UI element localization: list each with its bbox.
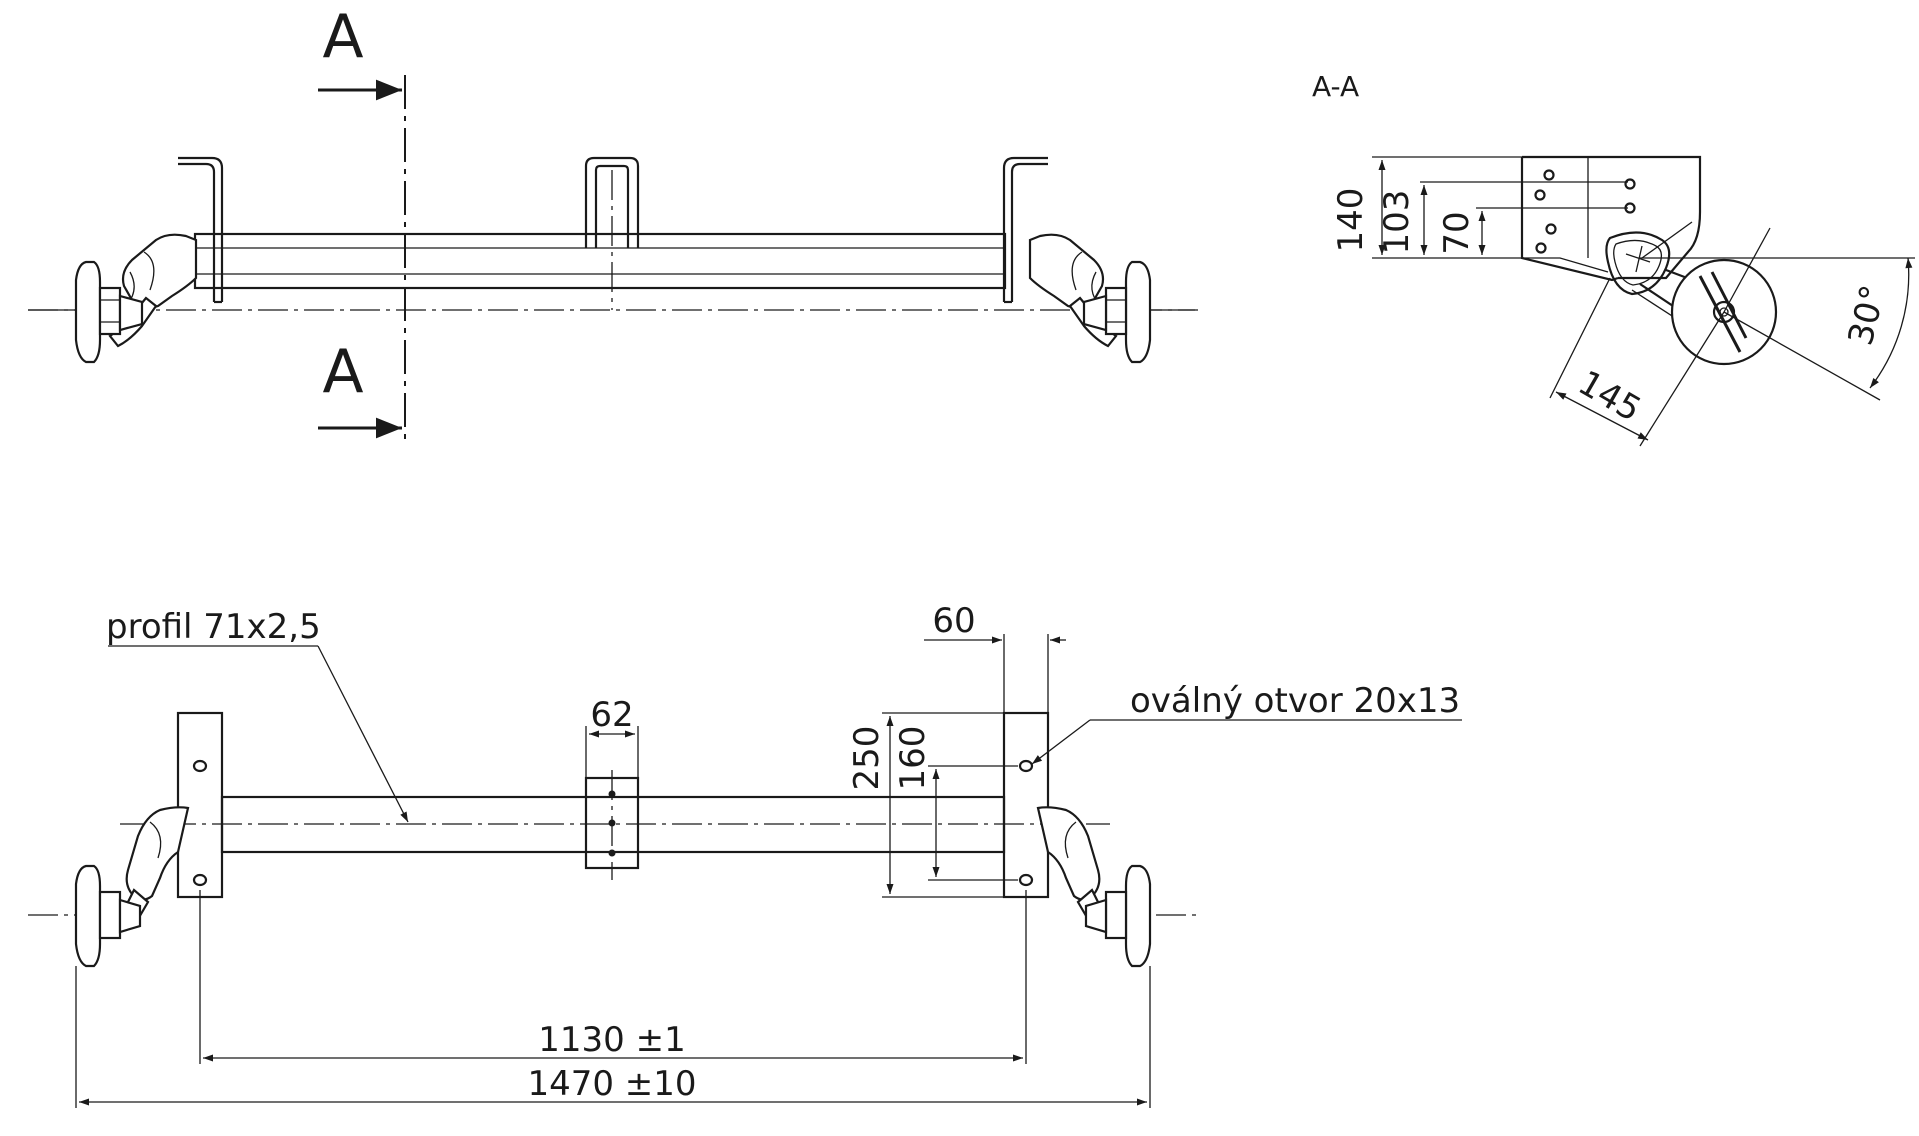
profile-label: profil 71x2,5 bbox=[106, 607, 321, 647]
top-view: A A bbox=[28, 2, 1198, 440]
section-marker-top: A bbox=[322, 2, 363, 72]
front-right-plate bbox=[1002, 711, 1050, 899]
dim-70: 70 bbox=[1437, 211, 1477, 254]
dim-250: 250 bbox=[847, 726, 887, 791]
top-axle-tube bbox=[193, 232, 1007, 290]
front-view: profil 71x2,5 oválný otvor 20x13 60 62 2… bbox=[28, 601, 1462, 1108]
top-center-bracket bbox=[584, 156, 640, 248]
dim-60: 60 bbox=[932, 601, 975, 641]
top-left-hub bbox=[28, 233, 198, 364]
section-title: A-A bbox=[1312, 70, 1359, 103]
hole-leader bbox=[1031, 719, 1091, 765]
section-view: A-A bbox=[1312, 70, 1915, 447]
top-left-bracket bbox=[178, 156, 224, 304]
dim-103: 103 bbox=[1377, 190, 1417, 255]
front-center-block bbox=[584, 776, 640, 870]
dim-1130: 1130 ±1 bbox=[538, 1020, 685, 1060]
hole-label: oválný otvor 20x13 bbox=[1130, 681, 1460, 721]
front-right-hub bbox=[1036, 806, 1152, 968]
dim-30: 30° bbox=[1841, 281, 1894, 349]
dim-30-arc bbox=[1869, 257, 1913, 389]
section-marker-bottom: A bbox=[322, 337, 363, 407]
dim-62: 62 bbox=[590, 695, 633, 735]
top-right-bracket bbox=[1002, 156, 1048, 304]
profile-leader bbox=[317, 645, 409, 823]
dim-145-line bbox=[1555, 391, 1649, 441]
section-tube-profile bbox=[1605, 231, 1671, 296]
section-bracket-plate bbox=[1522, 155, 1702, 280]
top-right-hub bbox=[1028, 233, 1198, 364]
dim-1470: 1470 ±10 bbox=[527, 1064, 696, 1104]
front-left-plate bbox=[176, 711, 224, 899]
dim-140: 140 bbox=[1331, 188, 1371, 253]
dim-160: 160 bbox=[893, 726, 933, 791]
front-left-hub bbox=[74, 806, 190, 968]
